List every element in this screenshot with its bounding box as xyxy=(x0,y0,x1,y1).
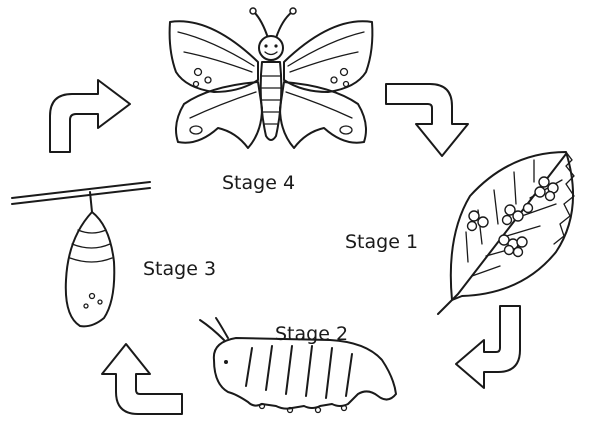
cycle-arrow-bottom-left xyxy=(102,344,182,414)
stage-4-label: Stage 4 xyxy=(222,172,295,194)
cycle-arrow-top-left xyxy=(50,80,130,152)
chrysalis-illustration xyxy=(12,182,150,326)
cycle-arrow-bottom-right xyxy=(456,306,520,388)
stage-1-label: Stage 1 xyxy=(345,231,418,253)
stage-3-label: Stage 3 xyxy=(143,258,216,280)
leaf-with-eggs-illustration xyxy=(438,152,574,314)
stage-2-label: Stage 2 xyxy=(275,323,348,345)
cycle-arrow-top-right xyxy=(386,84,468,156)
butterfly-illustration xyxy=(170,8,373,148)
